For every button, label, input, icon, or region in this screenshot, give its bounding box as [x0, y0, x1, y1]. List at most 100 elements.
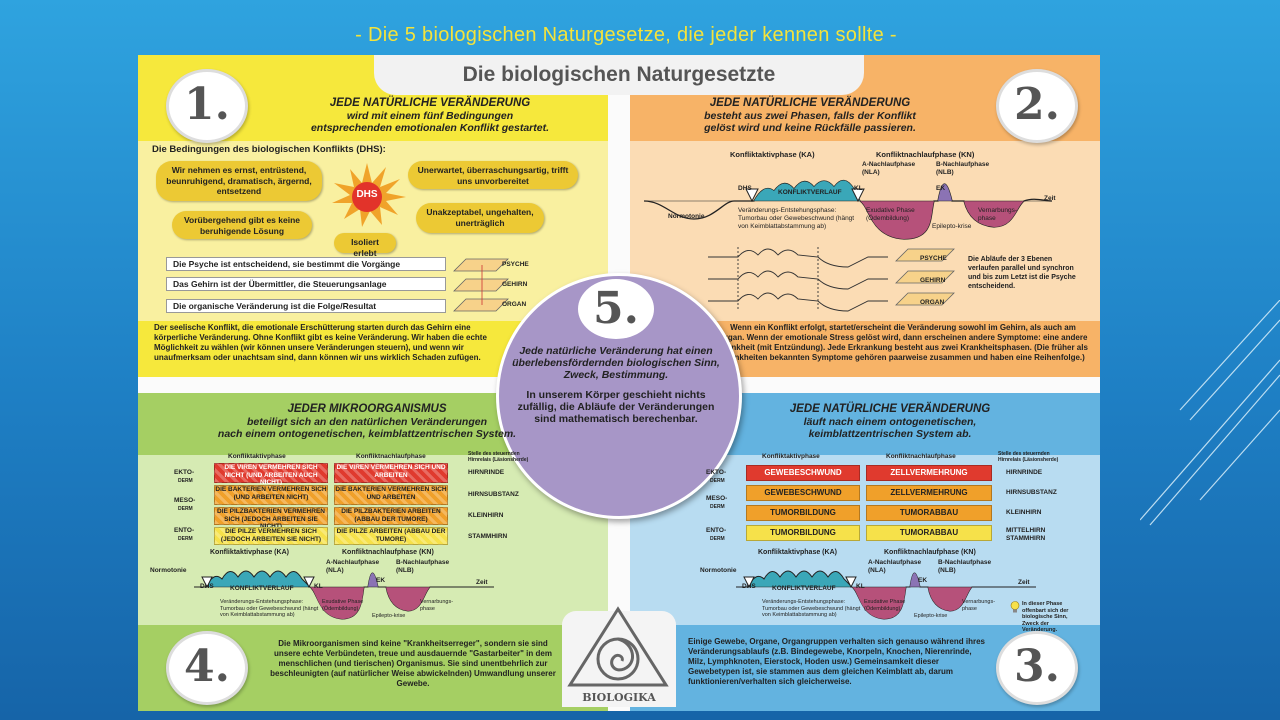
q2-ek: EK: [936, 185, 946, 192]
q3-derm-4: ENTO-: [706, 527, 727, 534]
level-organ: Die organische Veränderung ist die Folge…: [166, 299, 446, 313]
logo-text: BIOLOGIKA: [582, 691, 656, 704]
q3-zeit: Zeit: [1018, 579, 1030, 586]
q2-exudative: Exudative Phase (Ödembildung): [866, 207, 915, 222]
q3-brain-3: KLEINHIRN: [1006, 509, 1042, 516]
q4-nlb: B-Nachlaufphase (NLB): [396, 559, 450, 574]
q2-vernarbung: Vernarbungs-phase: [978, 207, 1018, 222]
q4-derm-4-sub: DERM: [178, 536, 193, 542]
q2-tag-organ: ORGAN: [920, 299, 945, 306]
dhs-emblem-label: DHS: [356, 189, 378, 200]
q3-kn-meso: ZELLVERMEHRUNG: [866, 485, 992, 501]
q4-ek: EK: [376, 577, 386, 584]
q4-col-kn: Konfliktnachlaufphase: [356, 453, 426, 460]
q4-heading-line3: nach einem ontogenetischen, keimblattzen…: [217, 428, 517, 440]
q3-dhs: DHS: [742, 583, 756, 590]
center-text: Jede natürliche Veränderung hat einen üb…: [510, 345, 722, 425]
q3-heading: JEDE NATÜRLICHE VERÄNDERUNG läuft nach e…: [740, 403, 1040, 441]
q2-heading-line1: JEDE NATÜRLICHE VERÄNDERUNG: [709, 97, 911, 109]
number-2: 2.: [996, 69, 1078, 143]
q2-dhs: DHS: [738, 185, 752, 192]
q4-dhs: DHS: [200, 583, 214, 590]
q3-derm-4-sub: DERM: [710, 536, 725, 542]
q3-kn-ento: TUMORABBAU: [866, 525, 992, 541]
q4-derm-1: EKTO-: [174, 469, 195, 476]
q3-col-ka: Konfliktaktivphase: [762, 453, 820, 460]
q1-tag-organ: ORGAN: [502, 301, 527, 308]
q3-heading-line2: läuft nach einem ontogenetischen,: [803, 415, 977, 428]
q2-heading-line2: besteht aus zwei Phasen, falls der Konfl…: [704, 109, 916, 122]
q4-phase-kn: Konfliktnachlaufphase (KN): [342, 549, 434, 556]
q3-derm-2-sub: DERM: [710, 504, 725, 510]
q1-level-planes: [453, 258, 509, 312]
q3-normotonie: Normotonie: [700, 567, 737, 574]
q2-ka-note: Veränderungs-Entstehungsphase: Tumorbau …: [738, 207, 855, 230]
slide-title: - Die 5 biologischen Naturgesetze, die j…: [355, 24, 897, 46]
q3-nla: A-Nachlaufphase (NLA): [868, 559, 922, 574]
q4-ka-ekto: DIE VIREN VERMEHREN SICH NICHT (UND ARBE…: [214, 463, 328, 486]
q2-tag-gehirn: GEHIRN: [920, 277, 946, 284]
q3-phase-curve: [736, 570, 1036, 620]
q4-kn-ento: DIE PILZE ARBEITEN (ABBAU DER TUMORE): [334, 527, 448, 545]
q3-phase-kn: Konfliktnachlaufphase (KN): [884, 549, 976, 556]
condition-3: Vorübergehend gibt es keine beruhigende …: [172, 211, 312, 239]
number-1: 1.: [166, 69, 248, 143]
condition-5: Isoliert erlebt: [334, 233, 396, 258]
q4-konfliktverlauf: KONFLIKTVERLAUF: [230, 585, 294, 592]
q2-ebenen-note: Die Abläufe der 3 Ebenen verlaufen paral…: [968, 256, 1076, 290]
q3-brain-1: HIRNRINDE: [1006, 469, 1043, 476]
q2-normotonie: Normotonie: [668, 213, 705, 220]
q3-bottom-text: Einige Gewebe, Organe, Organgruppen verh…: [688, 637, 985, 686]
q2-phase-kn: Konfliktnachlaufphase (KN): [876, 150, 975, 159]
q3-kn-meso-2: TUMORABBAU: [866, 505, 992, 521]
q2-phase-ka: Konfliktaktivphase (KA): [730, 150, 815, 159]
q3-sinn-note: In dieser Phase offenbart sich der biolo…: [1022, 601, 1069, 633]
q4-brain-1: HIRNRINDE: [468, 469, 505, 476]
q1-heading-line1: JEDE NATÜRLICHE VERÄNDERUNG: [329, 97, 531, 109]
q4-nla: A-Nachlaufphase (NLA): [326, 559, 380, 574]
level-gehirn: Das Gehirn ist der Übermittler, die Steu…: [166, 277, 446, 291]
decorative-lines: [1140, 300, 1280, 526]
q3-heading-line1: JEDE NATÜRLICHE VERÄNDERUNG: [789, 403, 991, 415]
q3-derm-1: EKTO-: [706, 469, 727, 476]
biologika-logo-icon: [567, 606, 669, 687]
q4-kn-ekto: DIE VIREN VERMEHREN SICH UND ARBEITEN: [334, 463, 448, 483]
q3-col-steer: Stelle des steuernden Hirnrelais (Läsion…: [998, 451, 1059, 463]
q4-kn-meso-2: DIE PILZBAKTERIEN ARBEITEN (ABBAU DER TU…: [334, 507, 448, 525]
condition-4: Unakzeptabel, ungehalten, unerträglich: [416, 203, 544, 233]
q3-derm-1-sub: DERM: [710, 478, 725, 484]
q2-heading: JEDE NATÜRLICHE VERÄNDERUNG besteht aus …: [650, 97, 970, 135]
poster: Die biologischen Naturgesetzte 1. 2. 4. …: [138, 55, 1100, 711]
q4-col-steer: Stelle des steuernden Hirnrelais (Läsion…: [468, 451, 529, 463]
q3-ek: EK: [918, 577, 928, 584]
q4-ka-meso: DIE BAKTERIEN VERMEHREN SICH (UND ARBEIT…: [214, 485, 328, 505]
q3-exudative: Exudative Phase (Ödembildung): [864, 599, 906, 612]
q2-nla: A-Nachlaufphase (NLA): [862, 161, 916, 176]
q2-epilepto: Epilepto-krise: [932, 223, 972, 230]
q3-phase-ka: Konfliktaktivphase (KA): [758, 549, 837, 556]
q2-zeit: Zeit: [1044, 195, 1056, 202]
q3-ka-ento: TUMORBILDUNG: [746, 525, 860, 541]
q4-heading: JEDER MIKROORGANISMUS beteiligt sich an …: [212, 403, 522, 441]
number-4: 4.: [166, 631, 248, 705]
q4-kl: KL: [314, 583, 323, 590]
q2-kl: KL: [854, 185, 863, 192]
number-5: 5.: [578, 279, 654, 339]
dhs-emblem-icon: [332, 163, 406, 227]
q2-inner-band: [630, 141, 1100, 321]
number-3: 3.: [996, 631, 1078, 705]
q4-phase-ka: Konfliktaktivphase (KA): [210, 549, 289, 556]
q3-kn-ekto: ZELLVERMEHRUNG: [866, 465, 992, 481]
q4-brain-3: KLEINHIRN: [468, 512, 504, 519]
q4-derm-4: ENTO-: [174, 527, 195, 534]
condition-1: Wir nehmen es ernst, entrüstend, beunruh…: [156, 161, 322, 201]
q4-zeit: Zeit: [476, 579, 488, 586]
q3-ka-note: Veränderungs-Entstehungsphase: Tumorbau …: [762, 599, 861, 618]
q4-normotonie: Normotonie: [150, 567, 187, 574]
q4-bottom-text: Die Mikroorganismen sind keine "Krankhei…: [270, 639, 556, 688]
q4-derm-2: MESO-: [174, 497, 196, 504]
q2-tag-psyche: PSYCHE: [920, 255, 947, 262]
q3-vernarbung: Vernarbungs-phase: [962, 599, 996, 612]
q3-brain-2: HIRNSUBSTANZ: [1006, 489, 1057, 496]
q4-col-ka: Konfliktaktivphase: [228, 453, 286, 460]
